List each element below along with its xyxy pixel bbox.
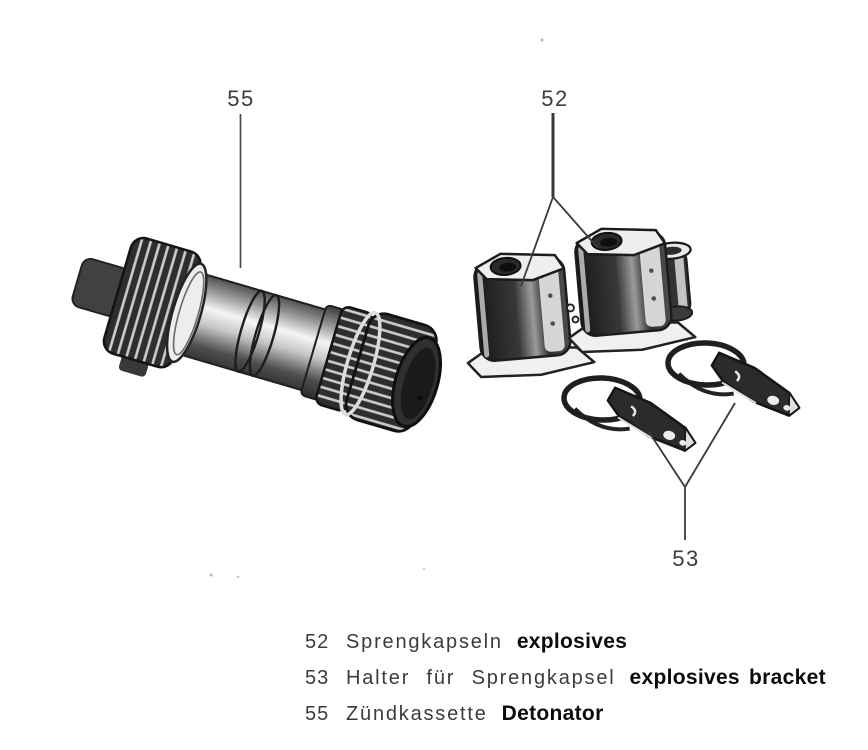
callout-52-label: 52 xyxy=(541,86,568,111)
detonator-band xyxy=(234,289,266,373)
legend-german-name: Zündkassette xyxy=(346,703,488,725)
legend-row-55: 55 Zündkassette Detonator xyxy=(305,702,826,726)
scan-specks xyxy=(209,38,544,579)
detonator-end-speck xyxy=(417,395,423,401)
detonator-ring-face-inner xyxy=(172,271,205,356)
parts-legend: 52 Sprengkapseln explosives 53 Halter fü… xyxy=(305,630,826,738)
legend-row-53: 53 Halter für Sprengkapsel explosives br… xyxy=(305,666,826,690)
legend-german-name: Halter für Sprengkapsel xyxy=(346,667,616,689)
legend-row-52: 52 Sprengkapseln explosives xyxy=(305,630,826,654)
legend-english-name: explosives bracket xyxy=(629,666,826,689)
parts-figure: 55 52 53 xyxy=(71,38,868,579)
detonator-band xyxy=(248,293,281,378)
legend-part-number: 52 xyxy=(305,631,330,653)
legend-part-number: 53 xyxy=(305,667,330,689)
legend-english-name: Detonator xyxy=(501,702,604,725)
callout-55-label: 55 xyxy=(227,86,254,111)
legend-part-number: 55 xyxy=(305,703,330,725)
explosive-capsule-left xyxy=(457,245,597,383)
legend-german-name: Sprengkapseln xyxy=(346,631,503,653)
callout-53-label: 53 xyxy=(672,546,699,571)
detonator-drawing xyxy=(71,236,442,433)
explosive-capsule-right xyxy=(558,220,698,358)
detonator-cap-separator xyxy=(339,310,382,417)
callout-52-leader-branches xyxy=(520,195,599,287)
legend-english-name: explosives xyxy=(516,630,628,653)
bracket-left xyxy=(554,361,706,452)
detonator-end-face-inner xyxy=(400,347,436,420)
detonator-ring-face xyxy=(165,262,208,364)
